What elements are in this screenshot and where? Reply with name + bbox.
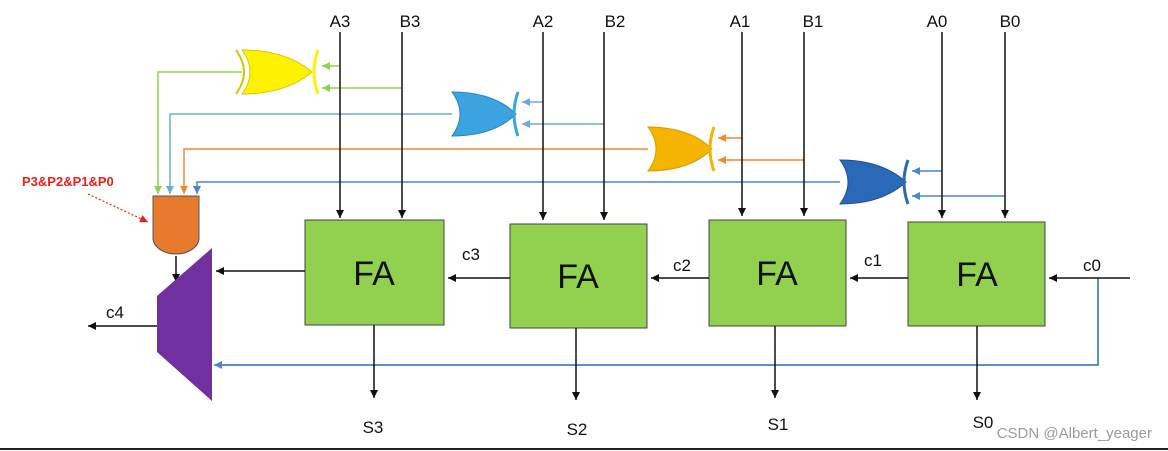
xor-gate-bit1 [647, 126, 716, 172]
sum-label-s0: S0 [973, 413, 994, 432]
annotation-pointer [87, 193, 149, 223]
watermark: CSDN @Albert_yeager [997, 425, 1152, 442]
and-annotation-label: P3&P2&P1&P0 [22, 174, 114, 189]
input-label-b0: B0 [1000, 12, 1021, 31]
carry-label-c0: c0 [1083, 256, 1101, 275]
sum-label-s2: S2 [567, 420, 588, 439]
full-adder-0-label: FA [956, 256, 998, 294]
propagate-wire-p2 [166, 98, 604, 194]
input-label-a1: A1 [730, 12, 751, 31]
sum-label-s3: S3 [363, 418, 384, 437]
xor-gate-bit0 [839, 159, 910, 205]
sum-label-s1: S1 [768, 415, 789, 434]
input-lines [336, 32, 1009, 220]
and-gate [152, 195, 200, 255]
input-label-a2: A2 [533, 12, 554, 31]
input-label-a0: A0 [927, 12, 948, 31]
full-adder-1: FA [708, 219, 847, 327]
input-label-a3: A3 [330, 12, 351, 31]
input-label-b2: B2 [605, 12, 626, 31]
input-label-b3: B3 [400, 12, 421, 31]
sum-output-lines [370, 325, 981, 400]
carry-chain [88, 267, 1130, 330]
xor-gate-bit3 [235, 49, 320, 95]
full-adder-0: FA [907, 221, 1046, 327]
carry-label-c2: c2 [673, 256, 691, 275]
full-adder-2: FA [509, 223, 648, 329]
propagate-wire-p3 [154, 62, 402, 194]
carry-label-c4: c4 [106, 303, 124, 322]
full-adder-3-label: FA [353, 255, 395, 293]
propagate-wire-p1 [180, 134, 804, 194]
propagate-wire-p0 [193, 167, 1005, 200]
multiplexer [157, 248, 212, 401]
full-adder-3: FA [304, 219, 445, 326]
full-adder-2-label: FA [557, 258, 599, 296]
full-adder-1-label: FA [756, 255, 798, 293]
carry-label-c1: c1 [864, 251, 882, 270]
input-label-b1: B1 [803, 12, 824, 31]
carry-label-c3: c3 [462, 245, 480, 264]
xor-gate-bit2 [451, 91, 520, 137]
carry-bypass-wire [214, 278, 1099, 369]
